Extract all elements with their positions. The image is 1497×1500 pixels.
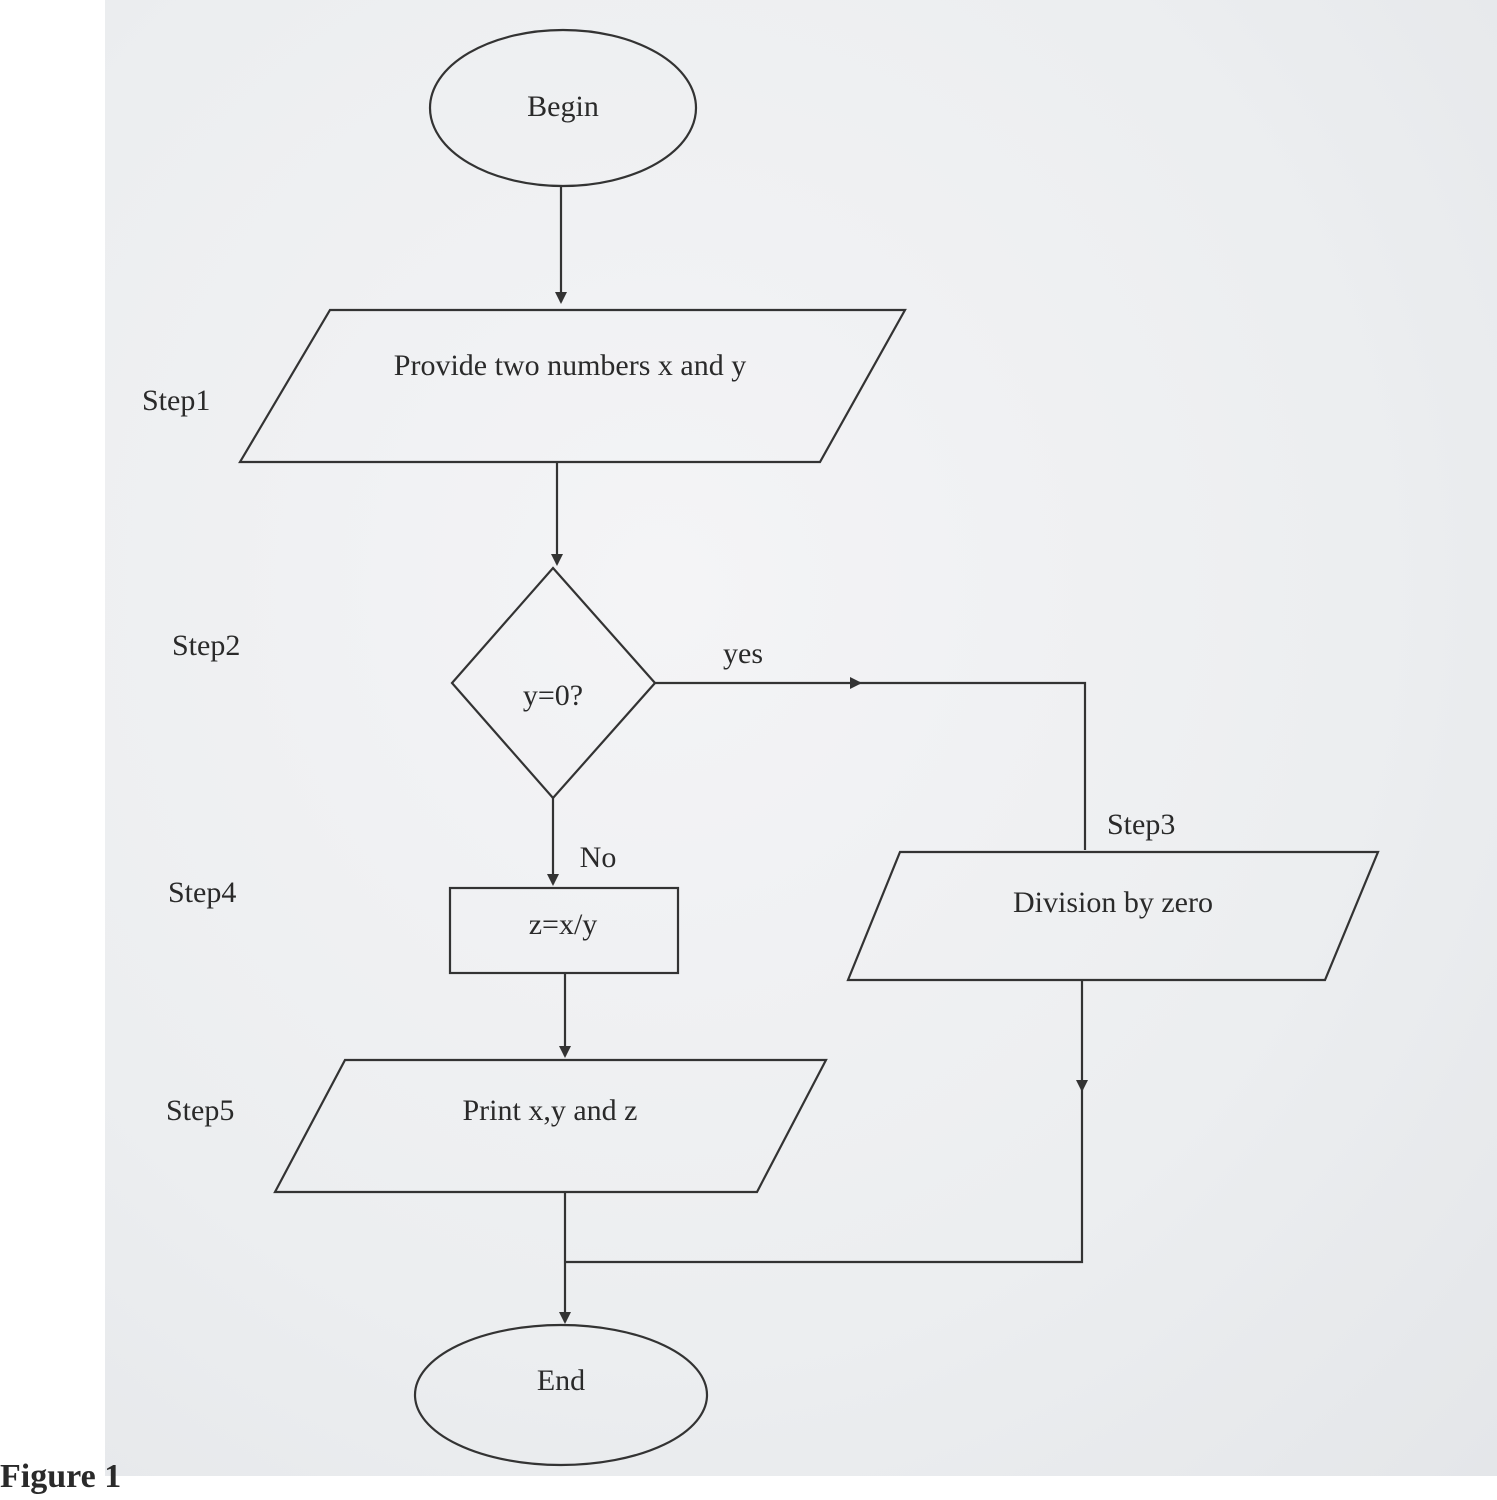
begin-text: Begin bbox=[527, 90, 599, 123]
end-terminal bbox=[413, 1323, 709, 1467]
step5-label: Step5 bbox=[166, 1094, 234, 1127]
no-label: No bbox=[580, 841, 617, 874]
step2-label: Step2 bbox=[172, 629, 240, 662]
step5-output-parallelogram bbox=[273, 1058, 828, 1194]
step3-output-parallelogram bbox=[846, 850, 1380, 982]
step3-text: Division by zero bbox=[1013, 886, 1213, 919]
step1-text: Provide two numbers x and y bbox=[394, 349, 746, 382]
yes-label: yes bbox=[723, 637, 763, 670]
begin-terminal bbox=[428, 28, 698, 188]
step1-input-parallelogram bbox=[238, 308, 907, 464]
figure-caption: Figure 1 bbox=[0, 1458, 122, 1495]
step3-label: Step3 bbox=[1107, 808, 1175, 841]
step1-label: Step1 bbox=[142, 384, 210, 417]
paper-background bbox=[105, 0, 1497, 1476]
step3-merge-line bbox=[565, 1088, 1084, 1264]
end-text: End bbox=[537, 1364, 585, 1397]
step2-text: y=0? bbox=[523, 679, 583, 712]
step4-label: Step4 bbox=[168, 876, 236, 909]
yes-branch-line-continued bbox=[858, 681, 1087, 850]
step4-text: z=x/y bbox=[529, 908, 598, 941]
step5-text: Print x,y and z bbox=[463, 1094, 638, 1127]
